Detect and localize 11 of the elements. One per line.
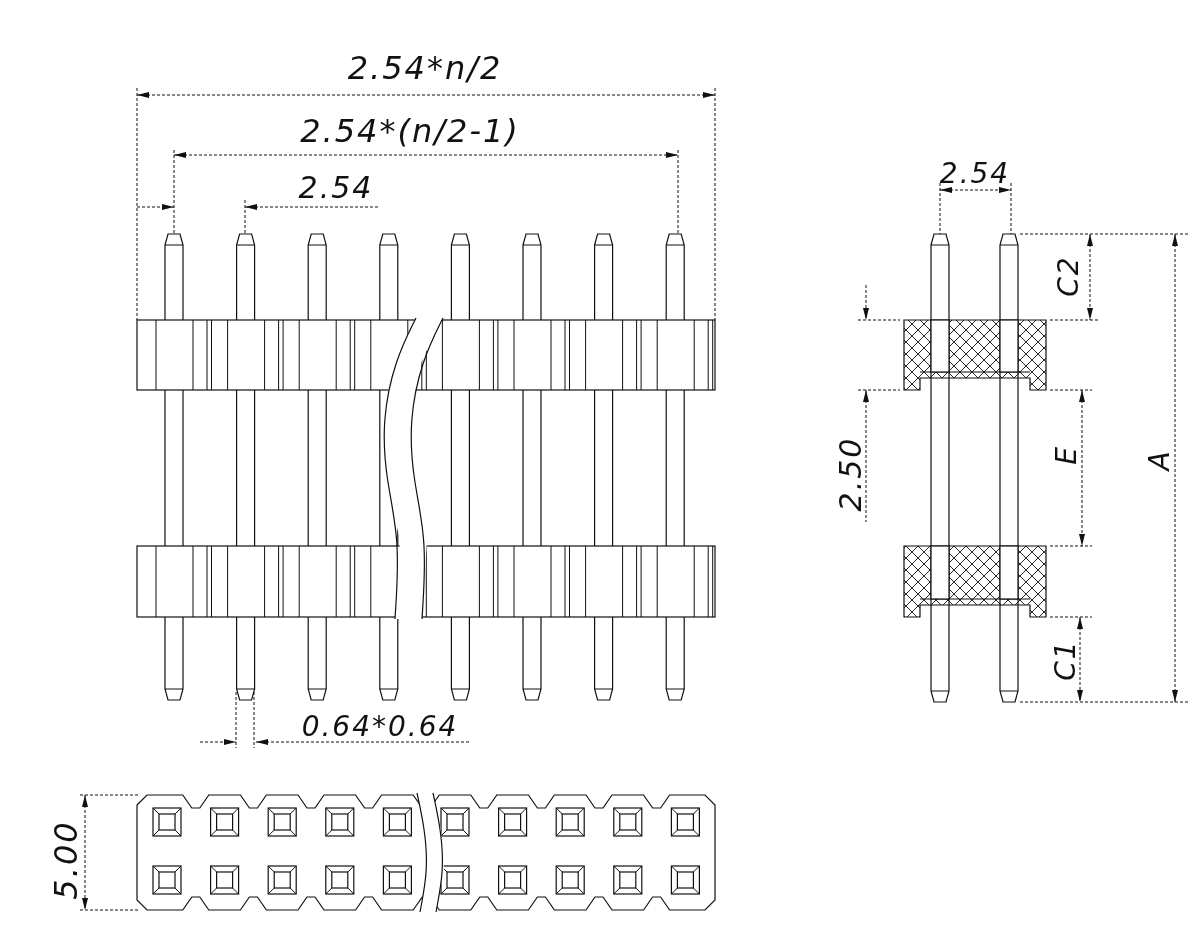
dimension-label: 2.50 xyxy=(836,436,866,512)
dimension-label: 2.54*(n/2-1) xyxy=(300,115,520,147)
dimension-label: E xyxy=(1053,445,1081,465)
dimension-label: A xyxy=(1146,449,1174,471)
dimension-label: 2.54 xyxy=(939,160,1011,188)
dimension-label: C1 xyxy=(1052,639,1080,681)
dimension-label: 2.54*n/2 xyxy=(347,52,503,84)
dimension-label: 0.64*0.64 xyxy=(301,713,459,741)
dimension-label: 5.00 xyxy=(50,820,82,900)
dimension-label: 2.54 xyxy=(298,173,374,203)
dimension-label: C2 xyxy=(1055,255,1083,297)
